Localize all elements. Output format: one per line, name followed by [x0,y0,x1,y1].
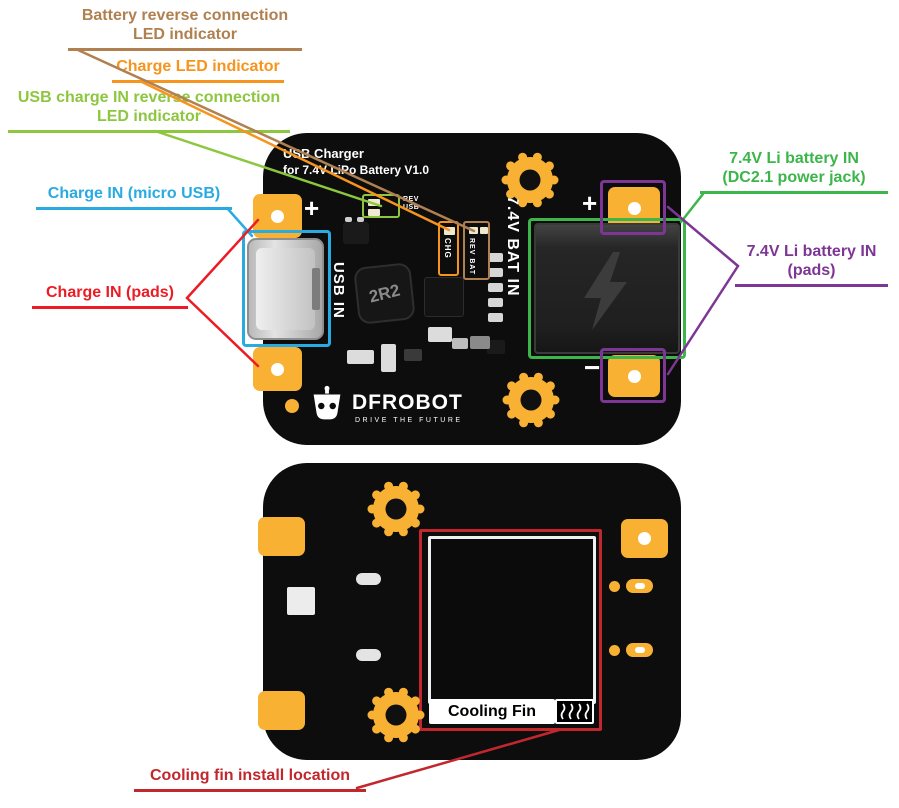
back-pad-right-top [621,519,668,558]
cooling-fin-label: Cooling Fin [448,702,536,720]
resistor [347,350,374,364]
label-cooling-fin-location: Cooling fin install location [134,766,366,792]
back-pad-left-top [258,517,305,556]
dfrobot-robot-icon [306,385,348,432]
plus-sign: + [582,188,598,218]
label-line: 7.4V Li battery IN [729,150,859,167]
label-line: 7.4V Li battery IN [746,243,877,260]
smd-pad [488,268,503,277]
smd-pad [488,283,503,292]
rev-bat-led [469,227,478,234]
micro-usb-connector [247,238,324,340]
highlight-battery-pad-top [600,180,666,235]
capacitor [470,336,490,349]
chg-led [444,227,455,235]
label-charge-in-usb: Charge IN (micro USB) [36,184,232,210]
label-battery-reverse-led: Battery reverse connection LED indicator [68,6,302,51]
label-battery-in-pads: 7.4V Li battery IN (pads) [735,242,888,287]
rev-usb-led [368,199,380,206]
cooling-fin-area [428,536,596,704]
usb-slot [312,268,320,310]
label-line: LED indicator [96,108,201,125]
label-line: USB charge IN reverse connection [17,89,281,106]
minus-sign: − [584,352,601,383]
logo-text: DFROBOT [352,391,463,414]
pad-hole [271,209,284,223]
smd-component [487,340,505,354]
rev-usb-led [368,209,380,216]
battery-pad-positive [608,187,660,229]
pad-hole [627,369,641,383]
resistor [381,344,396,372]
back-pad-left-bottom [258,691,305,730]
rev-usb-silkscreen: REV USB [403,196,419,212]
label-battery-in-jack: 7.4V Li battery IN (DC2.1 power jack) [700,149,888,194]
label-charge-led: Charge LED indicator [112,57,284,83]
led-box-rev-bat [463,221,490,280]
heat-waves-icon [555,699,594,724]
capacitor [452,338,468,349]
logo-dot [285,399,299,413]
silkscreen-line: REV [403,196,419,203]
highlight-battery-jack [528,218,686,359]
smd-pad [488,253,503,262]
logo-tagline: DRIVE THE FUTURE [355,417,463,424]
highlight-cooling-fin [419,529,602,731]
smd-pad [356,573,381,585]
label-line: (DC2.1 power jack) [722,169,866,186]
pad-hole [634,647,645,653]
charge-in-pad-negative [253,347,302,391]
silkscreen-line: USB [403,204,420,211]
led-box-rev-usb [362,194,400,218]
board-subtitle: for 7.4V LiPo Battery V1.0 [283,163,430,177]
led-box-chg [438,221,459,276]
inductor-2r2: 2R2 [353,262,416,325]
capacitor [404,349,422,361]
label-line: (pads) [787,262,836,279]
smd-pad [488,298,503,307]
chg-silkscreen: CHG [443,238,452,259]
ic-chip [424,277,464,317]
highlight-battery-pad-bottom [600,348,666,403]
oval-pad [626,579,653,593]
pad-hole [634,583,645,589]
rev-bat-silkscreen: REV BAT [468,238,475,276]
highlight-usb [242,230,331,347]
label-usb-reverse-led: USB charge IN reverse connection LED ind… [8,88,290,133]
thermal-pad-square [287,587,315,615]
transistor-pin [345,217,352,222]
cooling-fin-label-box: Cooling Fin [429,699,555,724]
pad-hole [271,362,284,376]
bat-in-silkscreen: 7.4V BAT IN [504,196,521,297]
via-pad [609,581,620,592]
oval-pad [626,643,653,657]
label-line: LED indicator [132,26,237,43]
pad-hole [638,532,651,545]
label-line: Charge LED indicator [116,58,280,75]
label-line: Charge IN (pads) [45,284,174,301]
inductor-label: 2R2 [366,280,402,307]
rev-bat-led [480,227,488,234]
smd-pad [356,649,381,661]
plus-sign: + [304,193,320,223]
board-title: USB Charger [283,146,364,161]
transistor [343,222,369,244]
pad-hole [627,201,641,215]
via-pad [609,645,620,656]
smd-pad [488,313,503,322]
label-charge-in-pads: Charge IN (pads) [32,283,188,309]
label-line: Battery reverse connection [81,7,289,24]
usb-in-silkscreen: USB IN [330,262,347,319]
battery-pad-negative [608,355,660,397]
usb-shell [256,248,315,330]
label-line: Charge IN (micro USB) [47,185,221,202]
resistor [428,327,452,342]
label-line: Cooling fin install location [150,767,350,784]
